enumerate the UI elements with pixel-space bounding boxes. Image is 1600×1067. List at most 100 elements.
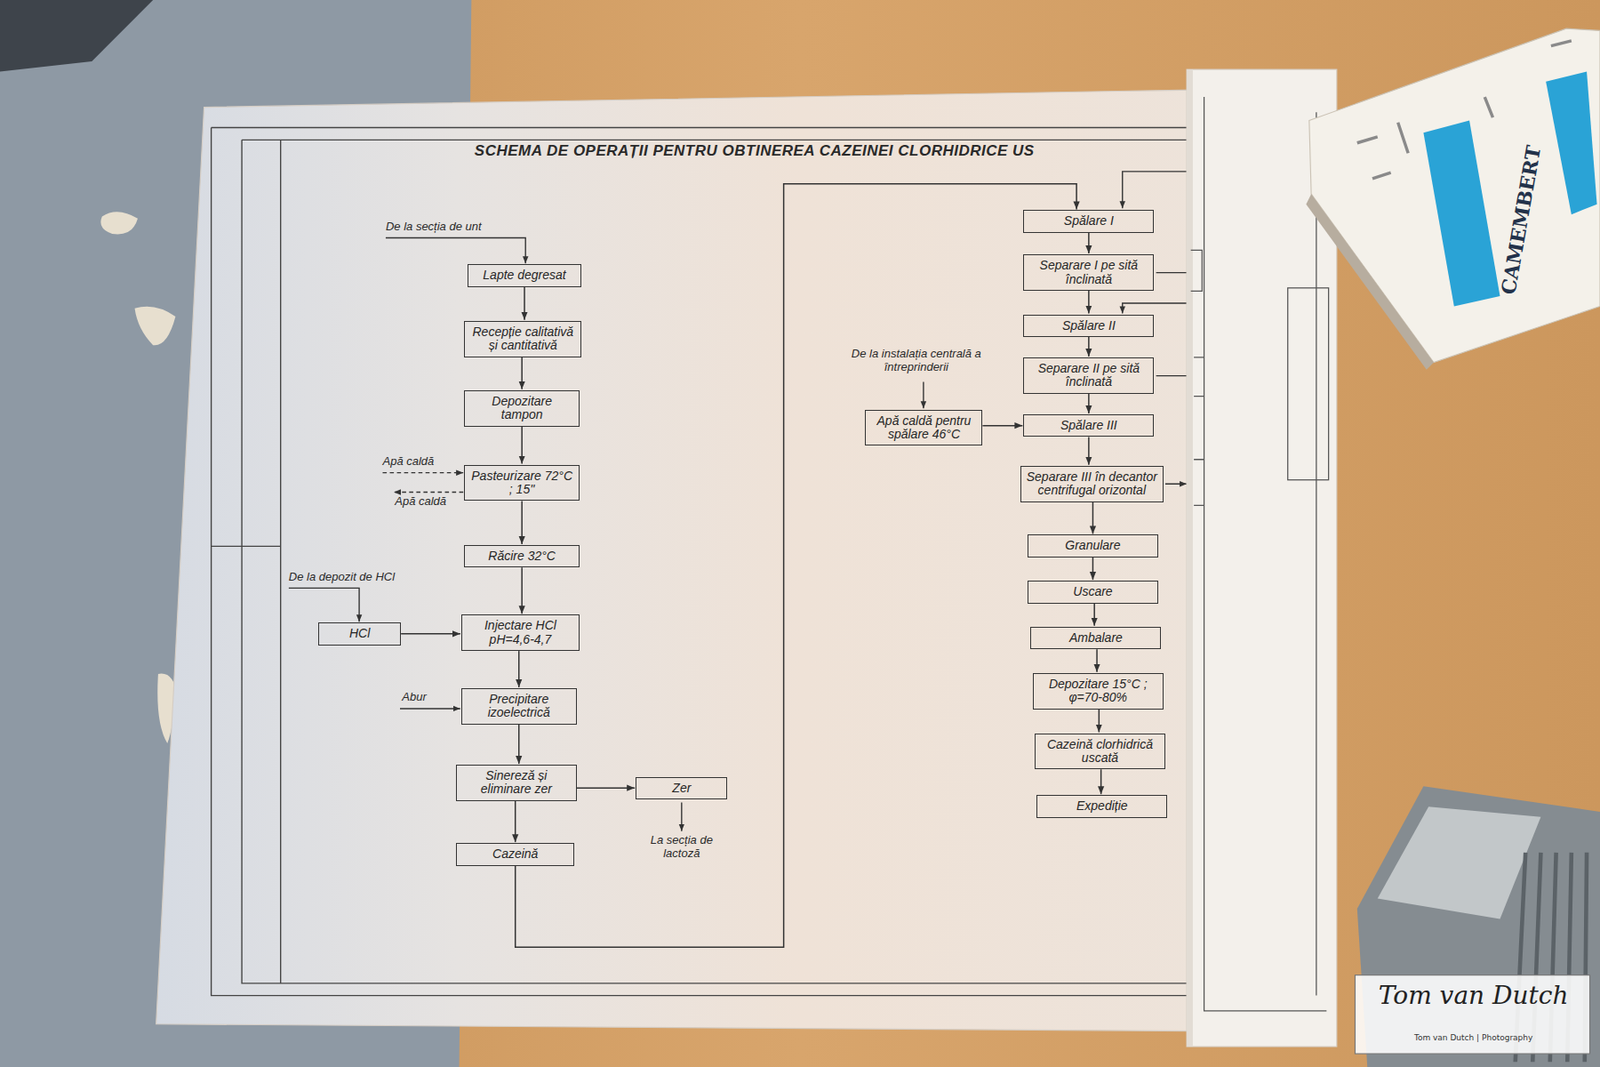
process-box: Separare II pe sită înclinată <box>1023 357 1154 394</box>
process-box: Ambalare <box>1030 626 1161 649</box>
box-text: Apă caldă pentru spălare 46°C <box>870 414 977 442</box>
return-line <box>1122 303 1187 313</box>
flow-arrow <box>982 424 1023 427</box>
box-text: Spălare II <box>1028 319 1149 333</box>
flow-arrow <box>514 800 517 842</box>
box-text: Depozitare tampon <box>469 394 575 423</box>
watermark: Tom van Dutch <box>1357 981 1591 1010</box>
output-label: Apă caldă <box>394 495 447 509</box>
box-text: Separare III în decantor centrifugal ori… <box>1025 470 1159 498</box>
box-text: Granulare <box>1032 538 1153 552</box>
flow-arrow <box>518 650 520 688</box>
diagram-title: SCHEMA DE OPERAȚII PENTRU OBTINEREA CAZE… <box>474 142 1035 160</box>
paper-sheet <box>156 89 1231 1032</box>
watermark: Tom van Dutch | Photography <box>1357 1032 1591 1043</box>
box-text: Lapte degresat <box>472 268 577 282</box>
cheese-box-label <box>1423 120 1500 307</box>
process-box: Sinereză și eliminare zer <box>456 764 576 801</box>
process-box: Uscare <box>1027 580 1159 603</box>
process-box: Separare I pe sită înclinată <box>1023 254 1154 291</box>
flow-arrow <box>1088 232 1090 254</box>
process-box: Răcire 32°C <box>464 544 580 568</box>
box-text: Uscare <box>1032 584 1153 599</box>
box-text: Cazeină clorhidrică uscată <box>1040 737 1160 766</box>
flow-arrow <box>1100 768 1103 794</box>
box-text: Răcire 32°C <box>469 549 575 563</box>
box-text: HCl <box>323 626 396 640</box>
flow-arrow <box>1092 557 1095 580</box>
box-text: Separare I pe sită înclinată <box>1028 258 1149 287</box>
process-box: Spălare I <box>1023 209 1154 232</box>
output-label: La secția de lactoză <box>630 833 733 861</box>
process-box: Lapte degresat <box>467 264 583 287</box>
process-box: Precipitare izoelectrică <box>461 688 577 725</box>
input-leader <box>922 381 924 408</box>
input-leader <box>385 238 526 264</box>
process-box: Depozitare tampon <box>464 390 580 427</box>
box-text: Spălare III <box>1028 418 1149 432</box>
process-box: Cazeină <box>456 842 575 865</box>
process-box: Spălare II <box>1023 314 1154 337</box>
input-label: De la instalația centrală a întreprinder… <box>819 347 1014 375</box>
box-text: Depozitare 15°C ; φ=70-80% <box>1038 677 1159 705</box>
water-line <box>382 472 464 473</box>
box-text: Ambalare <box>1035 631 1156 645</box>
flow-arrow <box>1088 336 1090 357</box>
flow-arrow <box>520 500 523 544</box>
process-box: Expediție <box>1036 794 1168 817</box>
shadow <box>0 0 153 72</box>
input-leader <box>288 587 360 622</box>
flow-arrow <box>520 357 523 390</box>
flow-arrow <box>1098 709 1101 733</box>
flow-arrow <box>1088 436 1090 464</box>
box-text: Zer <box>640 781 722 795</box>
process-box: Depozitare 15°C ; φ=70-80% <box>1032 672 1164 710</box>
roll-shadow <box>1186 69 1193 1047</box>
box-text: Expediție <box>1041 799 1162 813</box>
box-text: Cazeină <box>461 847 569 861</box>
process-box: Pasteurizare 72°C ; 15'' <box>464 464 580 502</box>
process-box: Zer <box>635 776 728 800</box>
box-text: Spălare I <box>1028 214 1149 228</box>
box-text: Precipitare izoelectrică <box>466 692 572 720</box>
process-box: Spălare III <box>1023 414 1154 437</box>
output-leader <box>680 802 682 832</box>
return-line <box>1122 171 1187 208</box>
cheese-box-label <box>1545 71 1597 215</box>
box-text: Pasteurizare 72°C ; 15'' <box>469 469 575 497</box>
flow-arrow <box>523 287 526 320</box>
roll-frame <box>1288 288 1329 480</box>
side-output <box>1156 272 1187 485</box>
input-label: Apă caldă <box>382 455 434 469</box>
box-text: Recepție calitativă și cantitativă <box>469 325 576 353</box>
process-box: Apă caldă pentru spălare 46°C <box>864 409 983 447</box>
water-line <box>393 491 464 493</box>
input-label: Abur <box>401 690 426 704</box>
flow-arrow <box>1096 648 1098 672</box>
flow-arrow <box>520 426 523 464</box>
process-box: Recepție calitativă și cantitativă <box>464 320 582 358</box>
flow-arrow <box>1092 502 1095 535</box>
rolled-paper <box>1186 69 1337 1047</box>
process-box: Separare III în decantor centrifugal ori… <box>1020 465 1164 503</box>
flow-arrow <box>1088 290 1090 314</box>
cheese-box-side <box>1305 193 1433 370</box>
flow-arrow <box>520 567 523 614</box>
process-box: Injectare HCl pH=4,6-4,7 <box>461 614 580 651</box>
watermark-box <box>1354 975 1590 1054</box>
process-box: HCl <box>318 622 401 645</box>
drawing-frame <box>211 128 1190 996</box>
process-box: Cazeină clorhidrică uscată <box>1034 733 1166 770</box>
flow-arrow <box>515 184 1077 948</box>
input-label: De la secția de unt <box>385 220 482 234</box>
box-text: Separare II pe sită înclinată <box>1028 361 1149 390</box>
flow-arrow <box>1088 393 1090 414</box>
metal-device <box>1377 806 1542 919</box>
tape-remnant <box>100 211 176 744</box>
input-label: De la depozit de HCl <box>288 570 395 584</box>
flow-arrow <box>400 632 461 635</box>
cheese-box <box>1309 28 1600 363</box>
